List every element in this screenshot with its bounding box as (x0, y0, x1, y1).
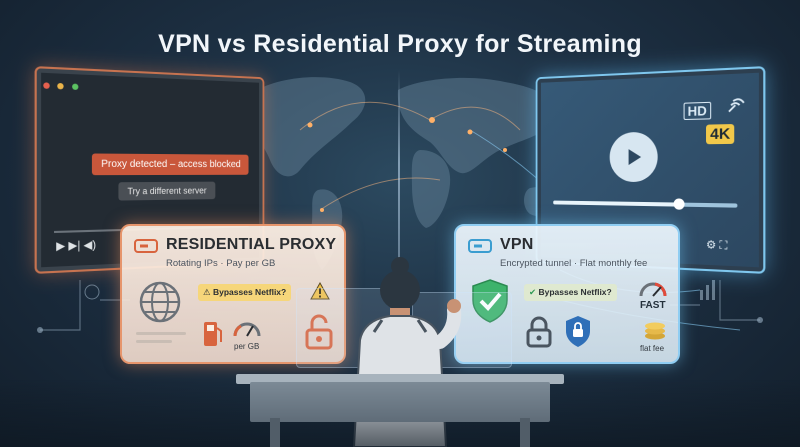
unlocked-padlock-icon (305, 314, 333, 350)
hd-badge: HD (683, 101, 711, 121)
desk-top (236, 374, 564, 384)
play-icon (628, 149, 642, 166)
speed-gauge-icon (233, 322, 261, 337)
vpn-panel: VPN Encrypted tunnel · Flat monthly fee … (454, 224, 680, 364)
globe-icon (139, 281, 181, 323)
per-gb-label: per GB (234, 342, 260, 351)
residential-proxy-subtitle: Rotating IPs · Pay per GB (166, 258, 276, 269)
progress-knob[interactable] (673, 198, 685, 210)
desk-leg (270, 418, 280, 447)
placeholder-line (136, 340, 172, 343)
router-icon (134, 239, 158, 253)
bypasses-netflix-chip: ✔ Bypasses Netflix? (524, 284, 617, 301)
proxy-detected-alert: Proxy detected – access blocked (91, 153, 249, 176)
bypasses-netflix-label: Bypasses Netflix? (538, 287, 612, 297)
fuel-pump-icon (204, 322, 222, 346)
desk (250, 382, 550, 422)
vpn-title: VPN (500, 236, 534, 253)
playback-controls[interactable]: ▶ ▶| ◀) (56, 239, 97, 253)
4k-badge: 4K (706, 124, 735, 145)
streaming-monitor: HD 4K ⚙ ⛶ (535, 66, 766, 274)
progress-fill (553, 200, 679, 207)
satellite-icon (725, 94, 748, 118)
page-title: VPN vs Residential Proxy for Streaming (158, 30, 642, 58)
minimize-dot-icon (57, 82, 65, 90)
bypasses-netflix-label: Bypasses Netflix? (213, 287, 287, 297)
try-different-server-button[interactable]: Try a different server (118, 181, 215, 201)
flat-fee-label: flat fee (640, 344, 665, 353)
speed-gauge-icon (639, 282, 667, 297)
placeholder-line (136, 332, 186, 335)
warning-icon: ⚠ (203, 287, 211, 297)
player-settings-controls[interactable]: ⚙ ⛶ (706, 239, 728, 253)
window-controls (43, 75, 257, 98)
center-divider (398, 70, 400, 380)
coin-stack-icon (645, 322, 665, 340)
shield-lock-icon (566, 316, 590, 347)
router-icon (468, 239, 492, 253)
vpn-subtitle: Encrypted tunnel · Flat monthly fee (500, 258, 648, 269)
play-button[interactable] (609, 131, 658, 183)
residential-proxy-title: RESIDENTIAL PROXY (166, 236, 337, 253)
desk-leg (520, 418, 530, 447)
warning-icon (310, 282, 330, 300)
check-circle-icon: ✔ (529, 287, 537, 297)
fast-label: FAST (640, 300, 666, 311)
padlock-icon (526, 316, 552, 348)
bypasses-netflix-chip: ⚠ Bypasses Netflix? (198, 284, 292, 301)
close-dot-icon (43, 82, 50, 89)
residential-proxy-panel: RESIDENTIAL PROXY Rotating IPs · Pay per… (120, 224, 346, 364)
maximize-dot-icon (71, 83, 79, 91)
shield-check-icon (472, 279, 508, 323)
